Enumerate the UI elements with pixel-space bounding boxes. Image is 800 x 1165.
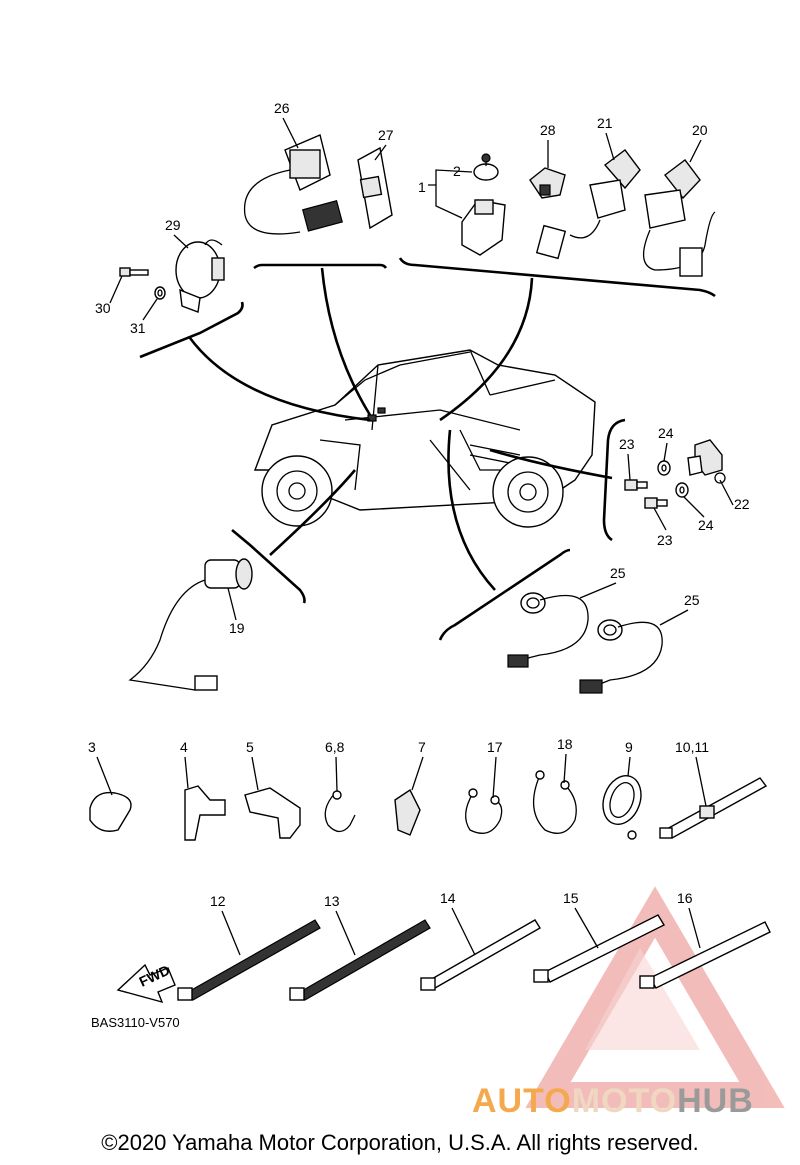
callout-23a: 23	[619, 436, 635, 452]
callout-30: 30	[95, 300, 111, 316]
part-24-washers[interactable]	[657, 460, 689, 498]
part-27-plate[interactable]	[357, 146, 393, 230]
callout-28: 28	[540, 122, 556, 138]
callout-17: 17	[487, 739, 503, 755]
callout-10-11: 10,11	[675, 739, 709, 755]
callout-12: 12	[210, 893, 226, 909]
part-9-clip[interactable]	[597, 770, 648, 840]
callout-3: 3	[88, 739, 96, 755]
part-25-sensor-a[interactable]	[507, 592, 589, 668]
callout-14: 14	[440, 890, 456, 906]
fwd-arrow: FWD	[116, 962, 176, 1004]
callout-13: 13	[324, 893, 340, 909]
watermark-logo	[525, 886, 785, 1108]
part-21-switch[interactable]	[535, 149, 641, 260]
part-10-11-tie[interactable]	[659, 777, 768, 839]
part-28-module[interactable]	[529, 167, 566, 199]
part-2-cap[interactable]	[473, 153, 499, 181]
callout-23b: 23	[657, 532, 673, 548]
part-12-cable-tie[interactable]	[177, 919, 321, 1001]
copyright-notice: ©2020 Yamaha Motor Corporation, U.S.A. A…	[101, 1130, 699, 1155]
callout-19: 19	[229, 620, 245, 636]
part-4-clip[interactable]	[184, 785, 226, 841]
part-19-motor[interactable]	[128, 558, 253, 691]
callout-29: 29	[165, 217, 181, 233]
watermark-part1: AUTO	[472, 1082, 572, 1120]
callout-9: 9	[625, 739, 633, 755]
part-25-sensor-b[interactable]	[579, 619, 663, 694]
part-29-actuator[interactable]	[175, 239, 225, 313]
part-13-cable-tie[interactable]	[289, 919, 431, 1001]
part-26-switch[interactable]	[243, 134, 343, 235]
callout-22: 22	[734, 496, 750, 512]
callout-25a: 25	[610, 565, 626, 581]
part-14-cable-tie[interactable]	[420, 919, 541, 991]
part-7-clip[interactable]	[394, 788, 421, 836]
part-16-cable-tie[interactable]	[639, 921, 771, 989]
part-17-clip[interactable]	[465, 788, 503, 834]
watermark-text: AUTOMOTOHUB	[472, 1082, 754, 1121]
part-22-sensor[interactable]	[687, 439, 726, 484]
callout-26: 26	[274, 100, 290, 116]
part-5-clip[interactable]	[244, 787, 301, 839]
callout-15: 15	[563, 890, 579, 906]
watermark-part3: HUB	[677, 1082, 754, 1120]
part-23-bolts[interactable]	[624, 479, 668, 509]
callout-27: 27	[378, 127, 394, 143]
callout-24b: 24	[698, 517, 714, 533]
callout-4: 4	[180, 739, 188, 755]
part-15-cable-tie[interactable]	[533, 914, 665, 983]
part-3-clamp[interactable]	[89, 791, 132, 832]
part-20-switch[interactable]	[643, 159, 716, 277]
callout-21: 21	[597, 115, 613, 131]
callout-1: 1	[418, 179, 426, 195]
brackets	[139, 257, 716, 641]
callout-18: 18	[557, 736, 573, 752]
watermark-part2: MOTO	[571, 1082, 678, 1120]
part-30-bolt[interactable]	[119, 267, 149, 277]
part-31-washer[interactable]	[154, 286, 166, 300]
diagram-code: BAS3110-V570	[91, 1015, 180, 1030]
callout-31: 31	[130, 320, 146, 336]
part-1-main-switch[interactable]	[461, 199, 506, 256]
vehicle-illustration	[253, 349, 596, 528]
callout-24a: 24	[658, 425, 674, 441]
callout-7: 7	[418, 739, 426, 755]
part-18-clip[interactable]	[533, 770, 577, 834]
leader-lines	[188, 267, 613, 591]
callout-25b: 25	[684, 592, 700, 608]
callout-labels: 1 2 3 4 5 6,8 7 9 10,11 12 13 14 15 16 1…	[88, 100, 750, 956]
callout-16: 16	[677, 890, 693, 906]
part-6-8-clip[interactable]	[324, 790, 356, 833]
callout-20: 20	[692, 122, 708, 138]
callout-2: 2	[453, 163, 461, 179]
callout-6-8: 6,8	[325, 739, 345, 755]
parts-diagram: FWD 1 2 3 4 5 6,8 7 9 10,11 12 13 14 15 …	[88, 100, 785, 1108]
callout-5: 5	[246, 739, 254, 755]
